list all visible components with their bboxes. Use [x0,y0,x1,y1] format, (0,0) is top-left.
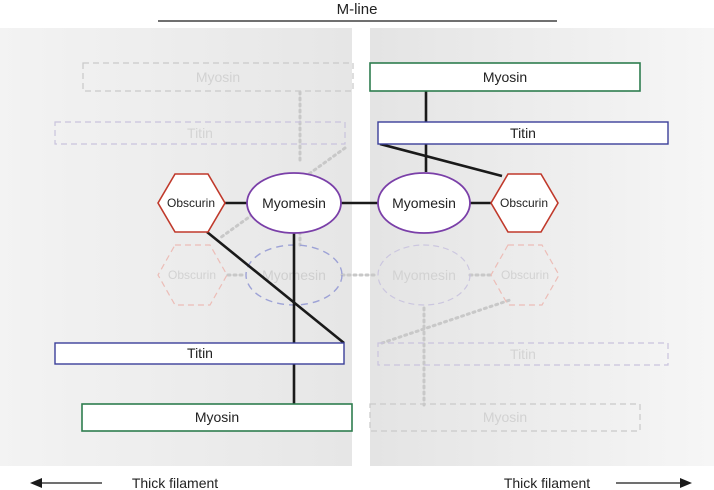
connector-titin-obscurin-right [379,142,503,178]
ghost-myosin-bottom-right: Myosin [369,403,641,432]
myosin-bottom-left: Myosin [81,403,353,432]
left-thick-filament-arrow [30,478,102,488]
titin-top-right: Titin [377,121,669,145]
ghost-titin-top-left: Titin [54,121,346,145]
ghost-myomesin-right-label: Myomesin [392,267,456,283]
ghost-obscurin-left: Obscurin [157,244,228,306]
ghost-obscurin-right: Obscurin [490,244,560,306]
right-thick-filament-arrow [616,478,692,488]
solid-connectors [206,91,503,404]
footer-left-label: Thick filament [132,475,218,490]
titin-bottom-left: Titin [54,342,345,365]
right-sarcomere-panel [370,28,714,466]
myomesin-right: Myomesin [377,172,471,234]
ghost-myosin-top-left-label: Myosin [196,69,240,85]
connector-obscurin-titin-left [206,230,345,345]
ghost-titin-top-left-label: Titin [187,125,213,141]
ghost-myosin-bottom-right-label: Myosin [483,409,527,425]
myosin-top-right: Myosin [369,62,641,92]
obscurin-right: Obscurin [490,173,559,233]
footer-right-label: Thick filament [504,475,590,490]
obscurin-right-label: Obscurin [500,196,548,210]
myomesin-left-label: Myomesin [262,195,326,211]
arrow-right-icon [680,478,692,488]
obscurin-left: Obscurin [157,173,226,233]
ghost-myomesin-right: Myomesin [377,244,471,306]
ghost-titin-bottom-right: Titin [377,342,669,366]
titin-bottom-left-label: Titin [187,345,213,361]
titin-top-right-label: Titin [510,125,536,141]
ghost-myosin-top-left: Myosin [82,62,354,92]
page-title: M-line [337,1,378,18]
obscurin-left-label: Obscurin [167,196,215,210]
myomesin-left: Myomesin [246,172,342,234]
ghost-obscurin-right-label: Obscurin [501,268,549,282]
myosin-bottom-left-label: Myosin [195,409,239,425]
ghost-titin-bottom-right-label: Titin [510,346,536,362]
ghost-obscurin-left-label: Obscurin [168,268,216,282]
arrow-left-icon [30,478,42,488]
myomesin-right-label: Myomesin [392,195,456,211]
myosin-top-right-label: Myosin [483,69,527,85]
